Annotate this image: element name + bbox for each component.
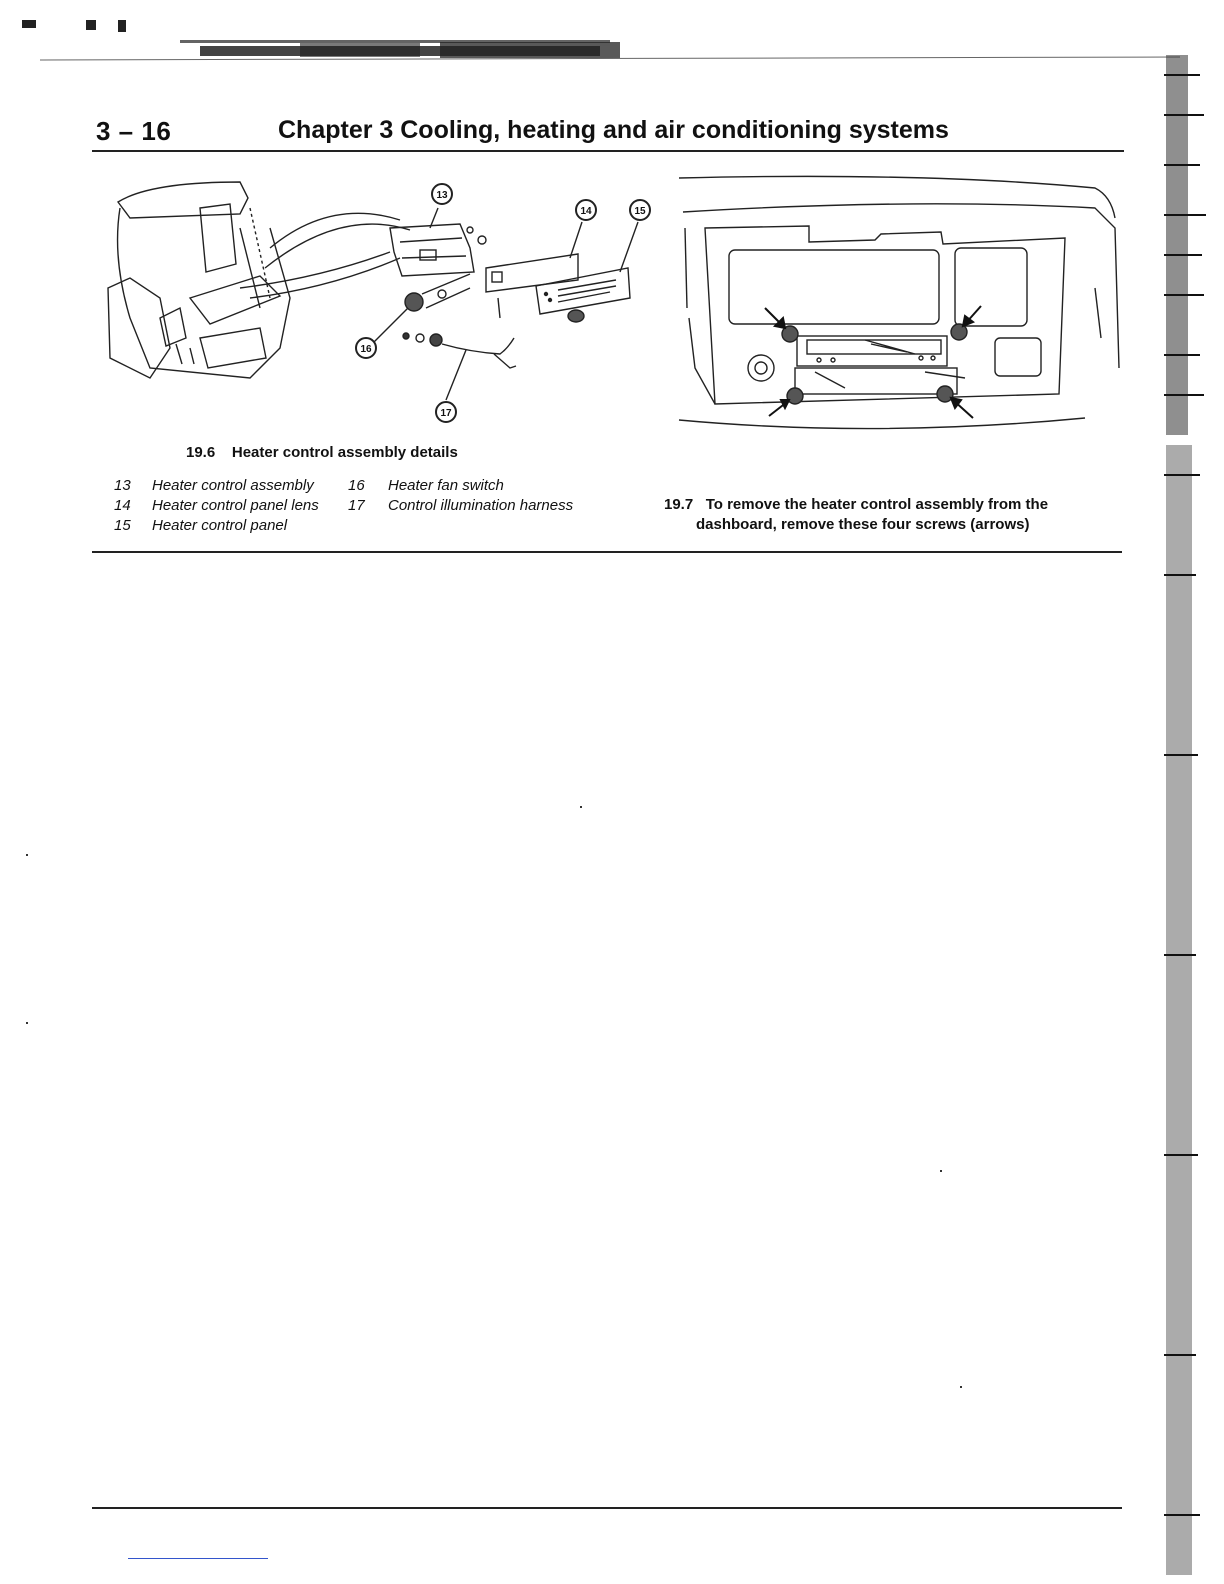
legend-num: 17 (348, 497, 365, 514)
legend-num: 16 (348, 477, 365, 494)
figure-19-7-text-line1: To remove the heater control assembly fr… (705, 496, 1049, 513)
scan-speck (26, 1022, 28, 1024)
page-header: 3 – 16 Chapter 3 Cooling, heating and ai… (92, 112, 1122, 152)
figure-19-7-drawing (678, 175, 1120, 430)
legend-label: Heater control assembly (152, 477, 314, 494)
figure-19-6-number: 19.6 (186, 444, 216, 461)
legend-label: Heater fan switch (388, 477, 504, 494)
callout-13: 13 (436, 190, 448, 201)
callout-14: 14 (580, 206, 592, 217)
page-number: 3 – 16 (96, 116, 172, 146)
screw-markers (781, 323, 968, 405)
scan-speck (940, 1170, 942, 1172)
scan-speck (960, 1386, 962, 1388)
figure-19-7-text-line2: dashboard, remove these four screws (arr… (696, 516, 1030, 533)
legend-num: 15 (114, 517, 131, 534)
header-rule (92, 150, 1124, 152)
figure-19-7-number: 19.7 (664, 496, 694, 513)
footer-rule (92, 1507, 1122, 1509)
scan-speck (26, 854, 28, 856)
section-rule (92, 551, 1122, 553)
scan-artifact-top (22, 20, 1181, 61)
arrow-markers (764, 305, 982, 419)
figure-19-6-text: Heater control assembly details (231, 444, 458, 461)
scan-artifact-right-edge (1164, 55, 1206, 1575)
scan-speck (580, 806, 582, 808)
figure-19-7-caption: 19.7 To remove the heater control assemb… (664, 495, 1124, 535)
chapter-title: Chapter 3 Cooling, heating and air condi… (278, 116, 949, 144)
legend-num: 14 (114, 497, 131, 514)
figure-19-6-caption: 19.6 Heater control assembly details (186, 444, 458, 461)
legend-label: Control illumination harness (388, 497, 574, 514)
legend-num: 13 (114, 477, 131, 494)
callout-17: 17 (440, 408, 452, 419)
callout-markers (355, 183, 651, 423)
callout-15: 15 (634, 206, 646, 217)
legend-label: Heater control panel lens (152, 497, 319, 514)
callout-16: 16 (360, 344, 372, 355)
legend-label: Heater control panel (152, 517, 288, 534)
scan-artifact-bottom-line (128, 1558, 268, 1559)
figure-19-6-drawing: 13 14 15 16 17 (107, 181, 651, 423)
